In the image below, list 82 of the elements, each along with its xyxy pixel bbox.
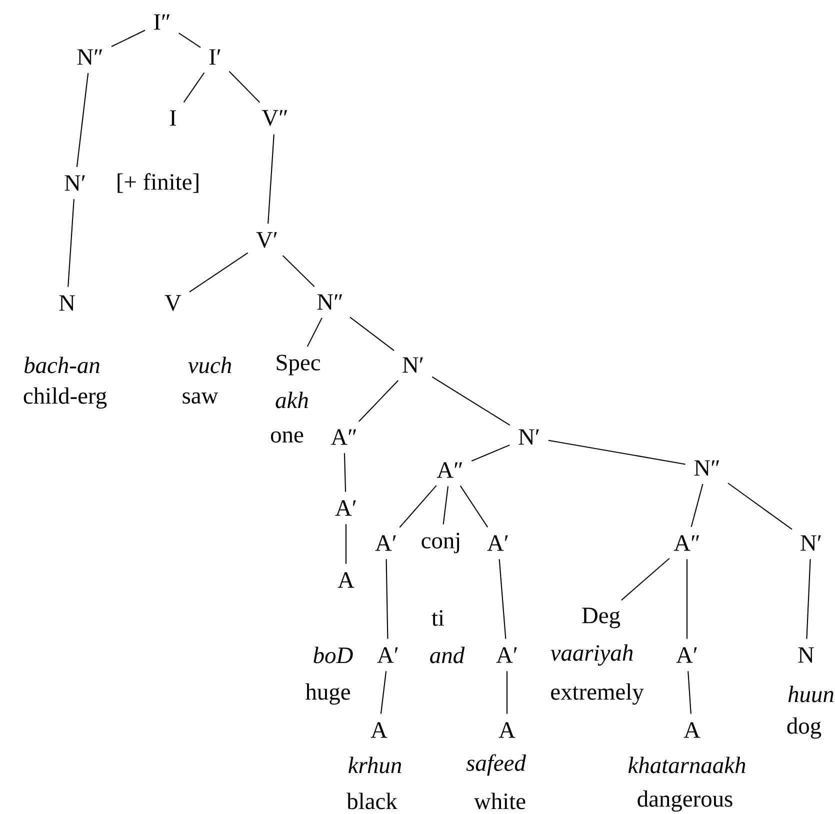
word-label: dog xyxy=(787,717,822,739)
tree-node-label: N″ xyxy=(77,49,102,65)
branch-line xyxy=(228,71,260,103)
tree-node-label: I″ xyxy=(154,14,170,30)
word-label: boD xyxy=(314,646,353,664)
tree-node-label: N′ xyxy=(402,357,423,373)
tree-node-label: A′ xyxy=(676,647,697,663)
tree-node-label: I xyxy=(170,110,176,126)
branch-line xyxy=(183,72,205,103)
branch-line xyxy=(306,318,322,347)
branch-line xyxy=(498,559,506,639)
tree-node-label: N xyxy=(798,647,814,663)
word-label: bach-an xyxy=(24,356,100,374)
word-label: khatarnaakh xyxy=(628,756,746,774)
word-label: akh xyxy=(276,392,308,408)
branch-line xyxy=(111,30,146,47)
branch-line xyxy=(76,73,89,167)
branch-line xyxy=(399,485,437,528)
branch-line xyxy=(68,199,74,287)
tree-node-label: Spec xyxy=(276,354,320,376)
branch-line xyxy=(806,559,811,639)
branch-line xyxy=(728,482,792,530)
tree-node-label: A′ xyxy=(487,535,508,551)
word-label: child-erg xyxy=(24,387,107,409)
word-label: one xyxy=(271,431,304,443)
tree-node-label: N′ xyxy=(518,429,539,445)
branch-line xyxy=(690,484,704,528)
word-label: krhun xyxy=(348,756,402,774)
tree-node-label: conj xyxy=(422,532,460,554)
tree-node-label: A″ xyxy=(436,462,462,478)
tree-node-label: A′ xyxy=(496,647,517,663)
tree-node-label: N″ xyxy=(694,460,720,476)
word-label: vuch xyxy=(188,356,232,374)
tree-node-label: A″ xyxy=(674,535,700,551)
tree-node-label: V″ xyxy=(262,110,288,126)
branch-line xyxy=(548,440,686,465)
tree-node-label: A′ xyxy=(335,500,356,516)
branch-line xyxy=(506,671,508,714)
branch-line xyxy=(350,316,394,351)
word-label: huge xyxy=(305,683,350,705)
branch-line xyxy=(189,252,248,292)
tree-node-label: I′ xyxy=(209,49,220,65)
branch-line xyxy=(178,32,201,48)
word-label: and xyxy=(430,646,465,664)
branch-line xyxy=(358,380,399,422)
tree-node-label: N′ xyxy=(64,175,85,191)
word-label: huun xyxy=(788,686,834,702)
tree-node-label: N′ xyxy=(800,535,821,551)
branch-line xyxy=(621,558,670,601)
tree-node-label: A′ xyxy=(377,647,398,663)
word-label: white xyxy=(474,792,526,810)
branch-line xyxy=(345,524,347,564)
tree-node-label: A xyxy=(370,722,388,738)
word-label: dangerous xyxy=(638,790,732,812)
branch-line xyxy=(344,453,346,492)
branch-line xyxy=(282,255,315,287)
tree-node-label: A xyxy=(338,572,354,588)
branch-line xyxy=(442,486,449,524)
word-label: extremely xyxy=(551,683,644,705)
tree-node-label: Deg xyxy=(582,608,620,628)
branch-line xyxy=(380,671,387,714)
word-label: safeed xyxy=(466,754,526,776)
branch-line xyxy=(386,559,388,639)
tree-node-label: V′ xyxy=(256,232,277,248)
branch-line xyxy=(688,671,692,714)
branch-line xyxy=(686,559,688,639)
tree-node-label: N″ xyxy=(317,294,342,310)
branch-line xyxy=(432,376,510,426)
word-label: vaariyah xyxy=(550,644,633,666)
word-label: black xyxy=(346,792,398,810)
branch-line xyxy=(268,134,274,224)
branch-line xyxy=(471,444,510,462)
tree-node-label: A xyxy=(498,722,516,738)
branch-line xyxy=(460,486,488,528)
tree-node-label: N xyxy=(59,295,75,311)
tree-node-label: A″ xyxy=(330,429,356,445)
tree-node-label: V xyxy=(164,295,182,311)
word-label: saw xyxy=(182,392,218,404)
tree-node-label: ti xyxy=(432,610,444,626)
word-label: [+ finite] xyxy=(118,173,198,193)
tree-node-label: A xyxy=(684,722,700,738)
tree-node-label: A′ xyxy=(375,535,396,551)
